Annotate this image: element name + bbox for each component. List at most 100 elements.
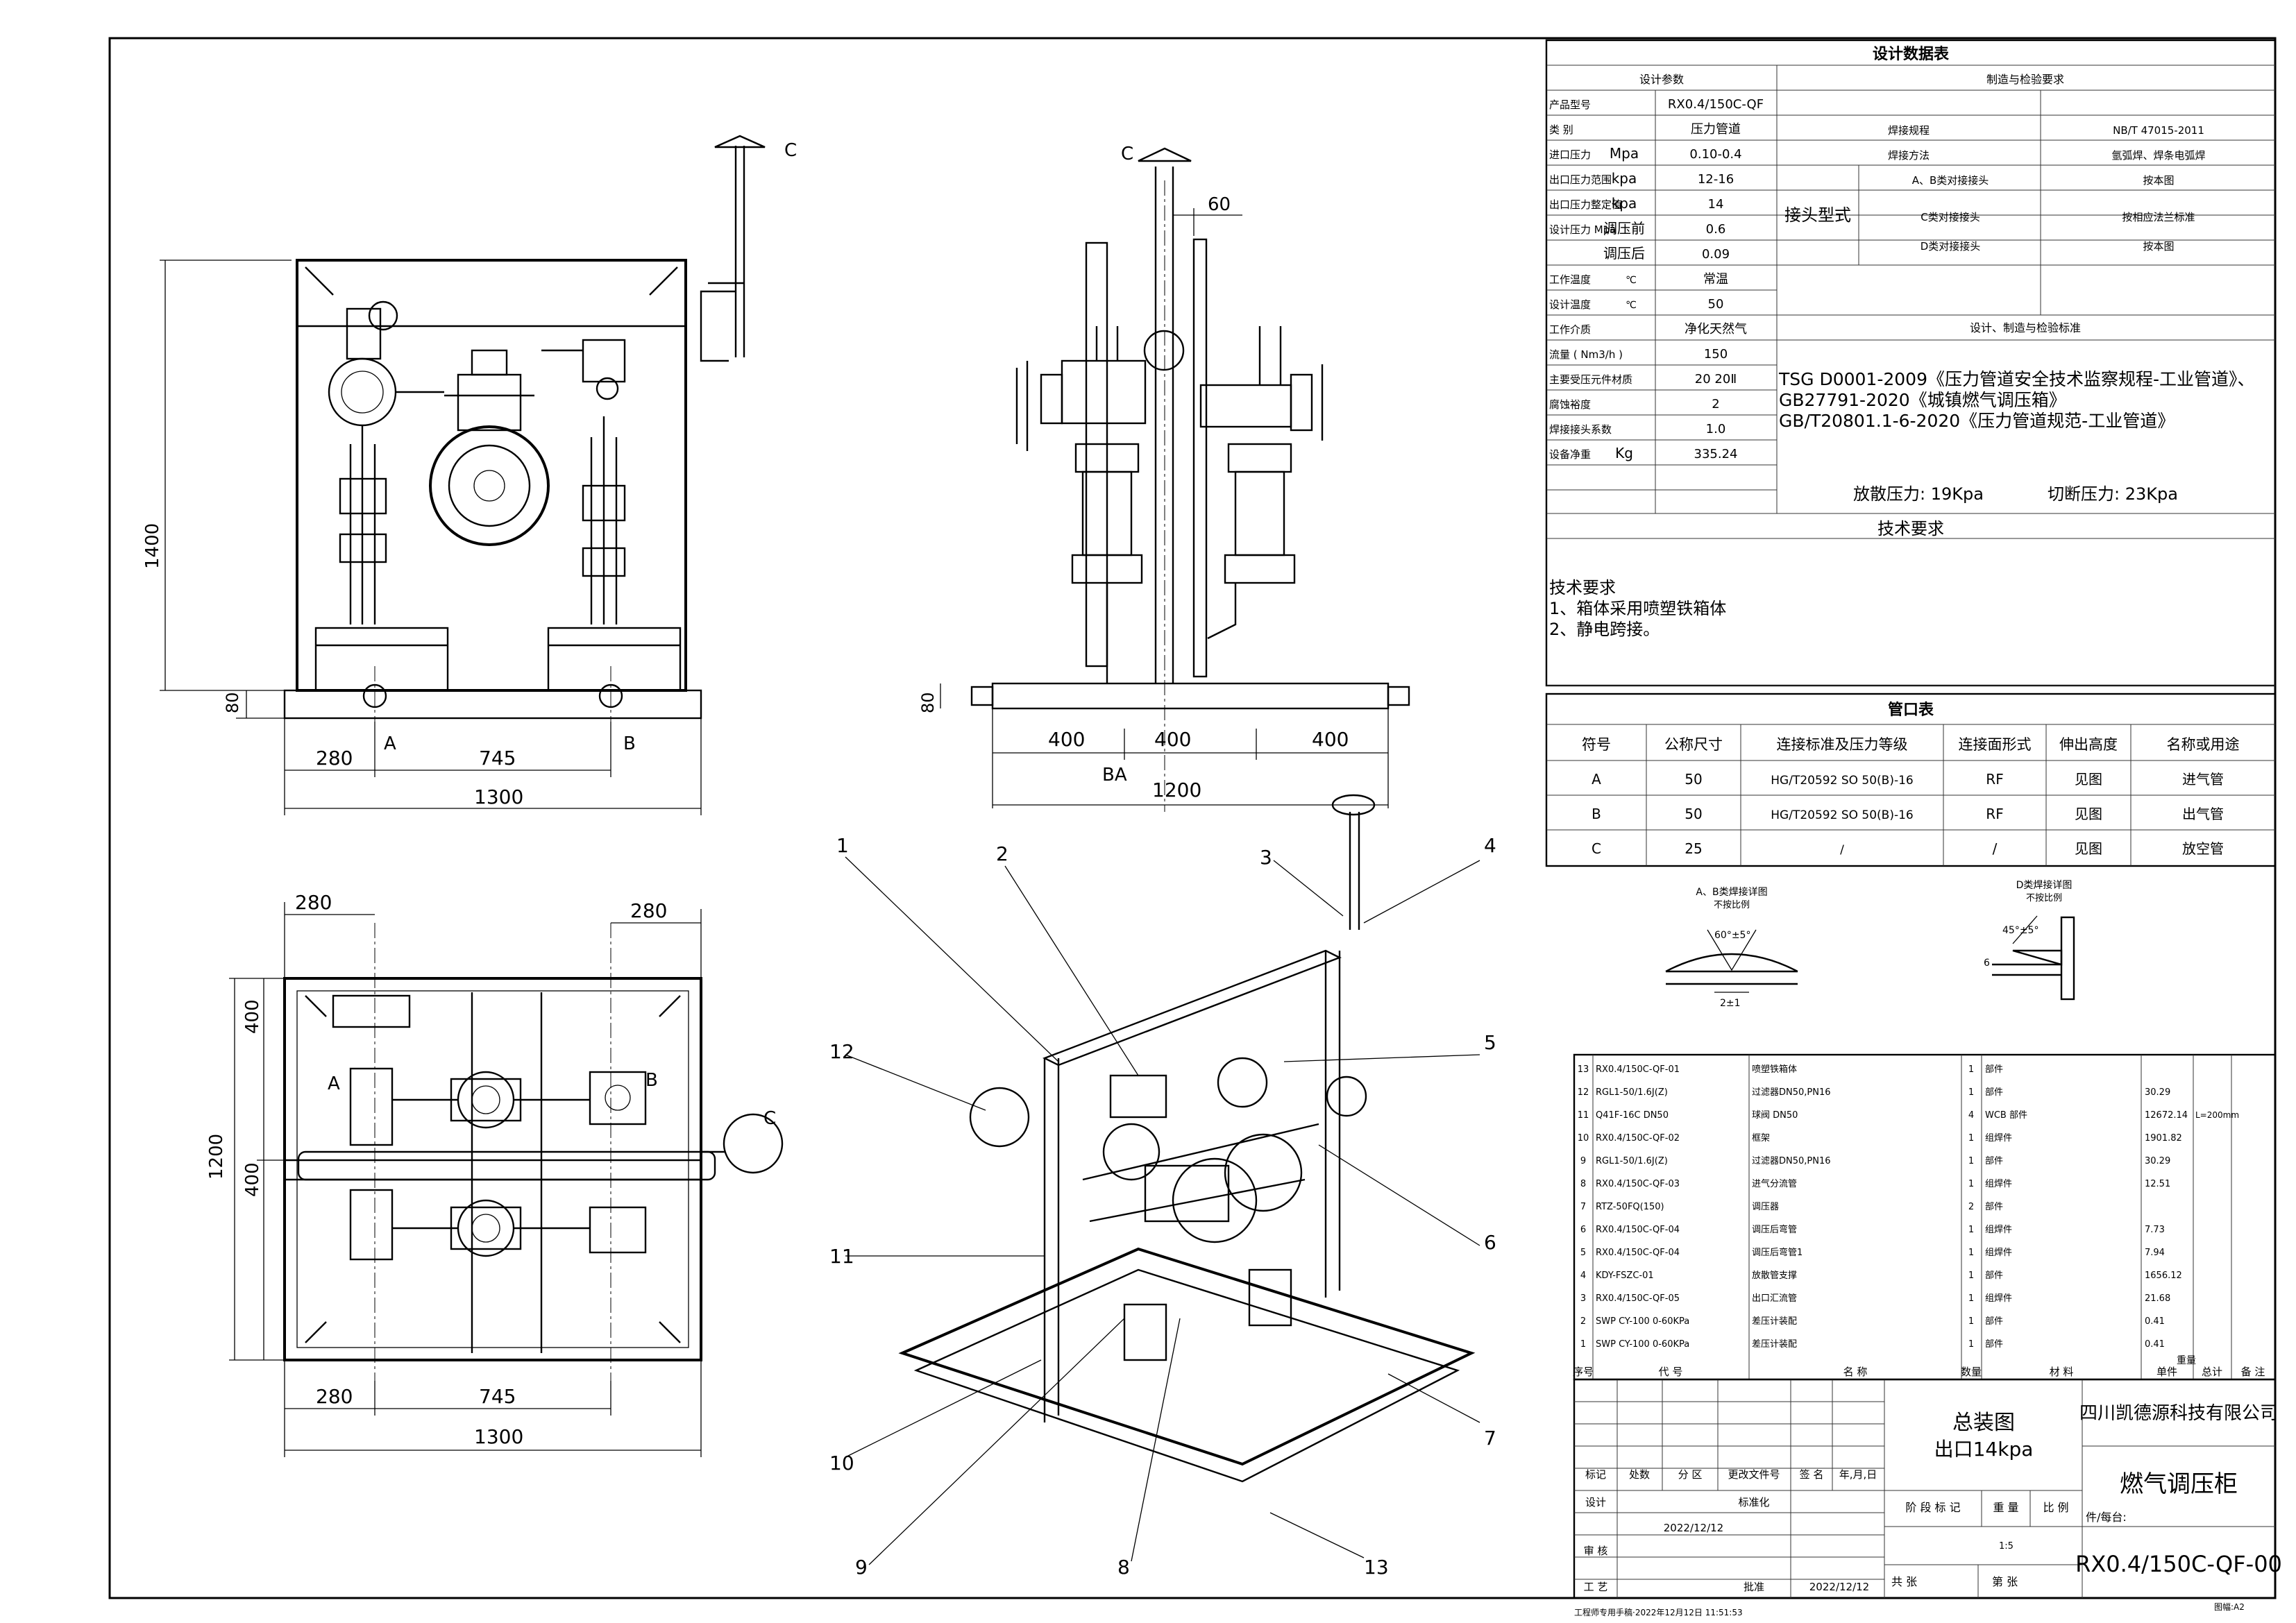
weld-left-angle: 60°±5° [1714,930,1750,941]
standard-1: TSG D0001-2009《压力管道安全技术监察规程-工业管道》、 [1778,369,2255,389]
bom-index: 2 [1580,1316,1586,1327]
front-view [283,135,766,777]
bom-index: 12 [1578,1087,1589,1098]
dim-280: 280 [316,747,353,770]
joint-3-label: D类对接接头 [1921,240,1981,253]
dim-400-a: 400 [242,999,263,1034]
design-param-label: 设计温度 [1549,298,1591,311]
callout-9: 9 [855,1556,868,1579]
bom-name: 调压后弯管 [1752,1224,1797,1235]
nozzle-header: 伸出高度 [2059,736,2118,753]
bom-code: RX0.4/150C-QF-01 [1596,1064,1680,1075]
bom-index: 1 [1580,1339,1586,1350]
bom-header: 总计 [2202,1366,2222,1378]
isometric-view [845,794,1480,1565]
nozzle-header: 公称尺寸 [1664,736,1723,753]
bom-qty: 1 [1968,1316,1974,1327]
bom-code: Q41F-16C DN50 [1596,1110,1669,1121]
weld-spec-label: 焊接规程 [1888,124,1930,137]
nozzle-cell: 放空管 [2182,840,2224,857]
bom-material: 组焊件 [1985,1178,2012,1189]
standard-2: GB27791-2020《城镇燃气调压箱》 [1779,390,2066,410]
bom-index: 7 [1580,1202,1586,1212]
tb-approve: 批准 [1744,1581,1764,1593]
bom-material: 部件 [1985,1271,2003,1281]
tb-stage: 阶 段 标 记 [1905,1501,1960,1514]
nozzle-cell: HG/T20592 SO 50(B)-16 [1771,774,1913,788]
nozzle-cell: RF [1986,771,2003,788]
drawing-code: RX0.4/150C-QF-00 [2075,1551,2282,1577]
bom-weight: 21.68 [2145,1293,2170,1304]
design-param-label: 工作温度 [1549,273,1591,286]
design-param-label: 出口压力范围 [1549,173,1612,186]
dim-280-b: 280 [630,899,667,922]
bom-name: 框架 [1752,1133,1770,1144]
label-C: C [763,1108,776,1129]
bom-code: SWP CY-100 0-60KPa [1596,1339,1689,1350]
bom-qty: 1 [1968,1179,1974,1189]
standard-3: GB/T20801.1-6-2020《压力管道规范-工业管道》 [1779,411,2175,431]
tb-change-doc: 更改文件号 [1728,1468,1780,1481]
bom-weight: 0.41 [2145,1339,2165,1350]
nozzle-cell: 见图 [2075,806,2102,822]
nozzle-cell: C [1592,840,1601,857]
bom-name: 差压计装配 [1752,1316,1797,1327]
std-header: 设计、制造与检验标准 [1970,321,2081,334]
callout-5: 5 [1484,1031,1496,1054]
bom-index: 9 [1580,1156,1586,1166]
dim-400-b: 400 [242,1162,263,1197]
design-param-unit: 调压前 [1603,220,1645,237]
label-B: B [645,1070,658,1091]
filter-flange [328,357,397,427]
weld-left-sub: 不按比例 [1714,900,1750,910]
bom-index: 4 [1580,1271,1586,1281]
bom-qty: 1 [1968,1133,1974,1144]
callout-2: 2 [996,842,1008,865]
pressure-gauge-icon [368,300,398,331]
label-A: A [328,1073,340,1094]
company-name: 四川凯德源科技有限公司 [2079,1403,2278,1424]
design-param-unit: Mpa [1610,145,1639,162]
joint-3-value: 按本图 [2143,240,2174,253]
bom-material: 组焊件 [1985,1247,2012,1258]
design-param-unit: Kg [1615,445,1633,461]
callout-8: 8 [1117,1556,1130,1579]
nozzle-cell: / [1840,843,1844,857]
bom-material: 部件 [1985,1316,2003,1327]
callout-12: 12 [829,1040,854,1063]
bom-code: RX0.4/150C-QF-03 [1596,1179,1680,1189]
tb-scale-mark: 1:5 [1999,1541,2014,1552]
bom-header: 单件 [2156,1366,2177,1378]
design-param-value: 12-16 [1698,172,1734,187]
callout-13: 13 [1364,1556,1389,1579]
design-param-unit: ℃ [1626,275,1637,286]
bom-index: 6 [1580,1225,1586,1235]
nozzle-cell: RF [1986,806,2003,822]
bom-index: 10 [1578,1133,1589,1144]
bom-material: 部件 [1985,1202,2003,1212]
bom-index: 3 [1580,1293,1586,1304]
tb-count: 处数 [1629,1468,1650,1481]
bom-code: RTZ-50FQ(150) [1596,1202,1664,1212]
nozzle-header: 名称或用途 [2167,736,2240,753]
bom-header-weight: 重量 [2177,1355,2196,1366]
nozzle-cell: 50 [1685,771,1702,788]
dim-400-c: 400 [1312,728,1349,751]
tb-sign: 签 名 [1800,1468,1824,1481]
callout-7: 7 [1484,1427,1496,1450]
label-A: A [384,733,396,754]
bom-qty: 4 [1968,1110,1974,1121]
joint-type: 接头型式 [1784,205,1851,225]
pressure-gauge-icon [596,377,619,400]
tb-sheet-no: 第 张 [1992,1575,2018,1588]
bom-material: 部件 [1985,1156,2003,1166]
bom-qty: 1 [1968,1271,1974,1281]
label-BA: BA [1102,765,1127,785]
design-param-value: 150 [1704,347,1728,362]
bom-index: 11 [1578,1110,1589,1121]
tech-line-1: 技术要求 [1549,578,1616,597]
bom-qty: 1 [1968,1339,1974,1350]
